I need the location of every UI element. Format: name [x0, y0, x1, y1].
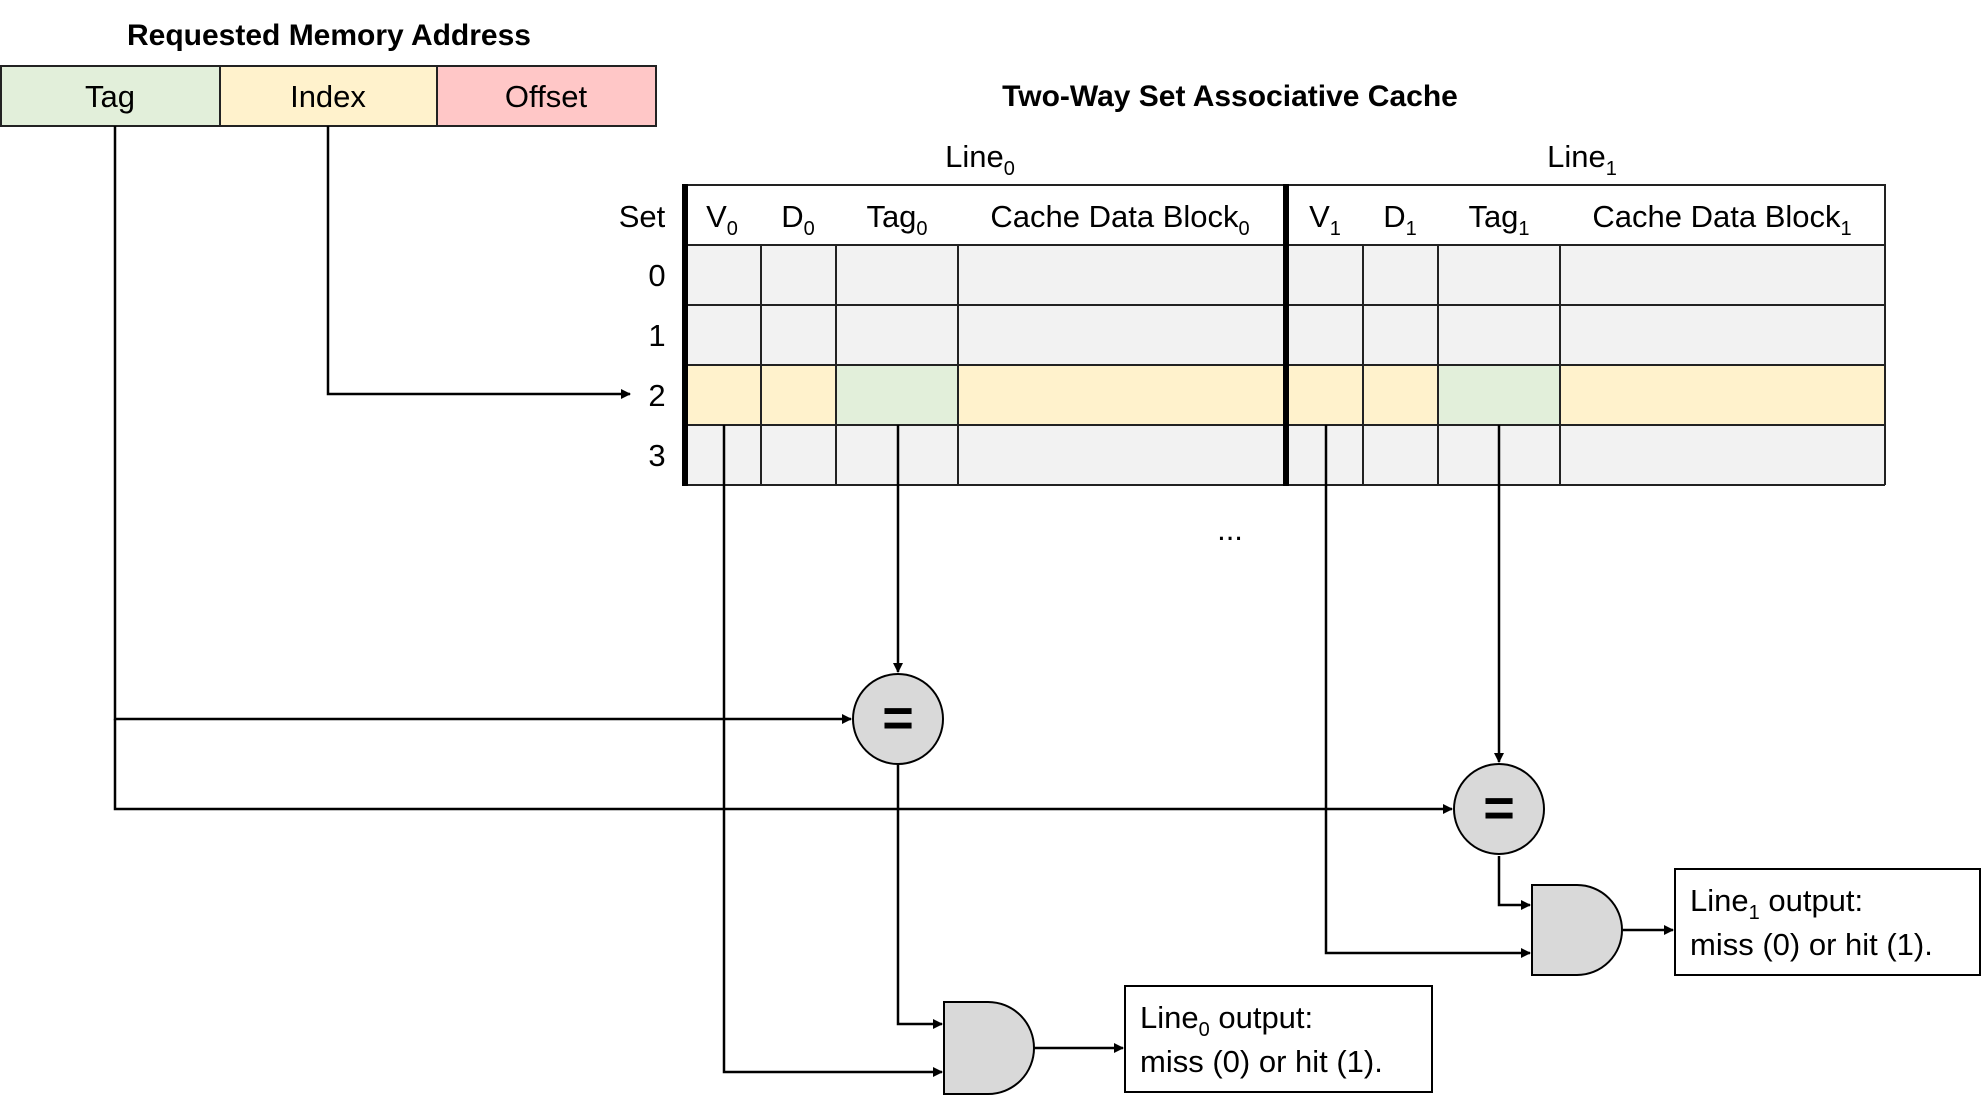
comparator-0: =: [852, 673, 944, 765]
offset-field-label: Offset: [505, 79, 588, 114]
comparator0-out-wire: [896, 765, 943, 1029]
col-tag0: Tag0: [866, 199, 927, 240]
comparator-1: =: [1453, 763, 1545, 855]
line1-output-text: miss (0) or hit (1).: [1690, 927, 1933, 962]
line1-output-title: Line1 output:: [1690, 883, 1863, 924]
address-fields: Tag Index Offset: [0, 65, 657, 127]
cache-title: Two-Way Set Associative Cache: [1002, 80, 1458, 113]
line1-output-box: Line1 output: miss (0) or hit (1).: [1674, 868, 1981, 976]
line0-label: Line0: [945, 139, 1015, 180]
and-gate-0-icon: [943, 1001, 1035, 1095]
tag1-selected-cell: [1438, 365, 1560, 425]
line0-output-text: miss (0) or hit (1).: [1140, 1044, 1383, 1079]
offset-field: [436, 65, 657, 127]
set-header: Set: [619, 199, 666, 234]
wires: [113, 126, 1674, 1077]
col-data0: Cache Data Block0: [990, 199, 1249, 240]
set-label-0: 0: [648, 258, 665, 293]
v0-wire: [722, 425, 943, 1077]
comparator1-out-wire: [1497, 856, 1531, 910]
line0-output-box: Line0 output: miss (0) or hit (1).: [1124, 985, 1433, 1093]
tag-field: [0, 65, 221, 127]
tag-field-label: Tag: [85, 79, 135, 114]
col-d1: D1: [1383, 199, 1417, 240]
col-v0: V0: [706, 199, 738, 240]
index-field-label: Index: [290, 79, 366, 114]
index-field: [219, 65, 438, 127]
col-data1: Cache Data Block1: [1592, 199, 1851, 240]
v1-wire: [1324, 425, 1531, 958]
more-sets-ellipsis: ...: [1217, 512, 1243, 547]
equals-icon: =: [882, 688, 914, 748]
set-label-2: 2: [648, 378, 665, 413]
col-d0: D0: [781, 199, 815, 240]
address-title: Requested Memory Address: [127, 19, 531, 52]
cache-table: Set V0 D0 Tag0 Cache Data Block0 V1 D1 T…: [619, 184, 1886, 486]
index-wire: [326, 126, 631, 399]
col-tag1: Tag1: [1468, 199, 1529, 240]
line1-label: Line1: [1547, 139, 1617, 180]
set-label-3: 3: [648, 438, 665, 473]
set-label-1: 1: [648, 318, 665, 353]
tag-to-comparator1-wire: [113, 719, 1453, 814]
col-v1: V1: [1309, 199, 1341, 240]
tag0-selected-cell: [836, 365, 958, 425]
line0-output-title: Line0 output:: [1140, 1000, 1313, 1041]
equals-icon: =: [1483, 778, 1515, 838]
and-gate-1-icon: [1531, 884, 1623, 976]
